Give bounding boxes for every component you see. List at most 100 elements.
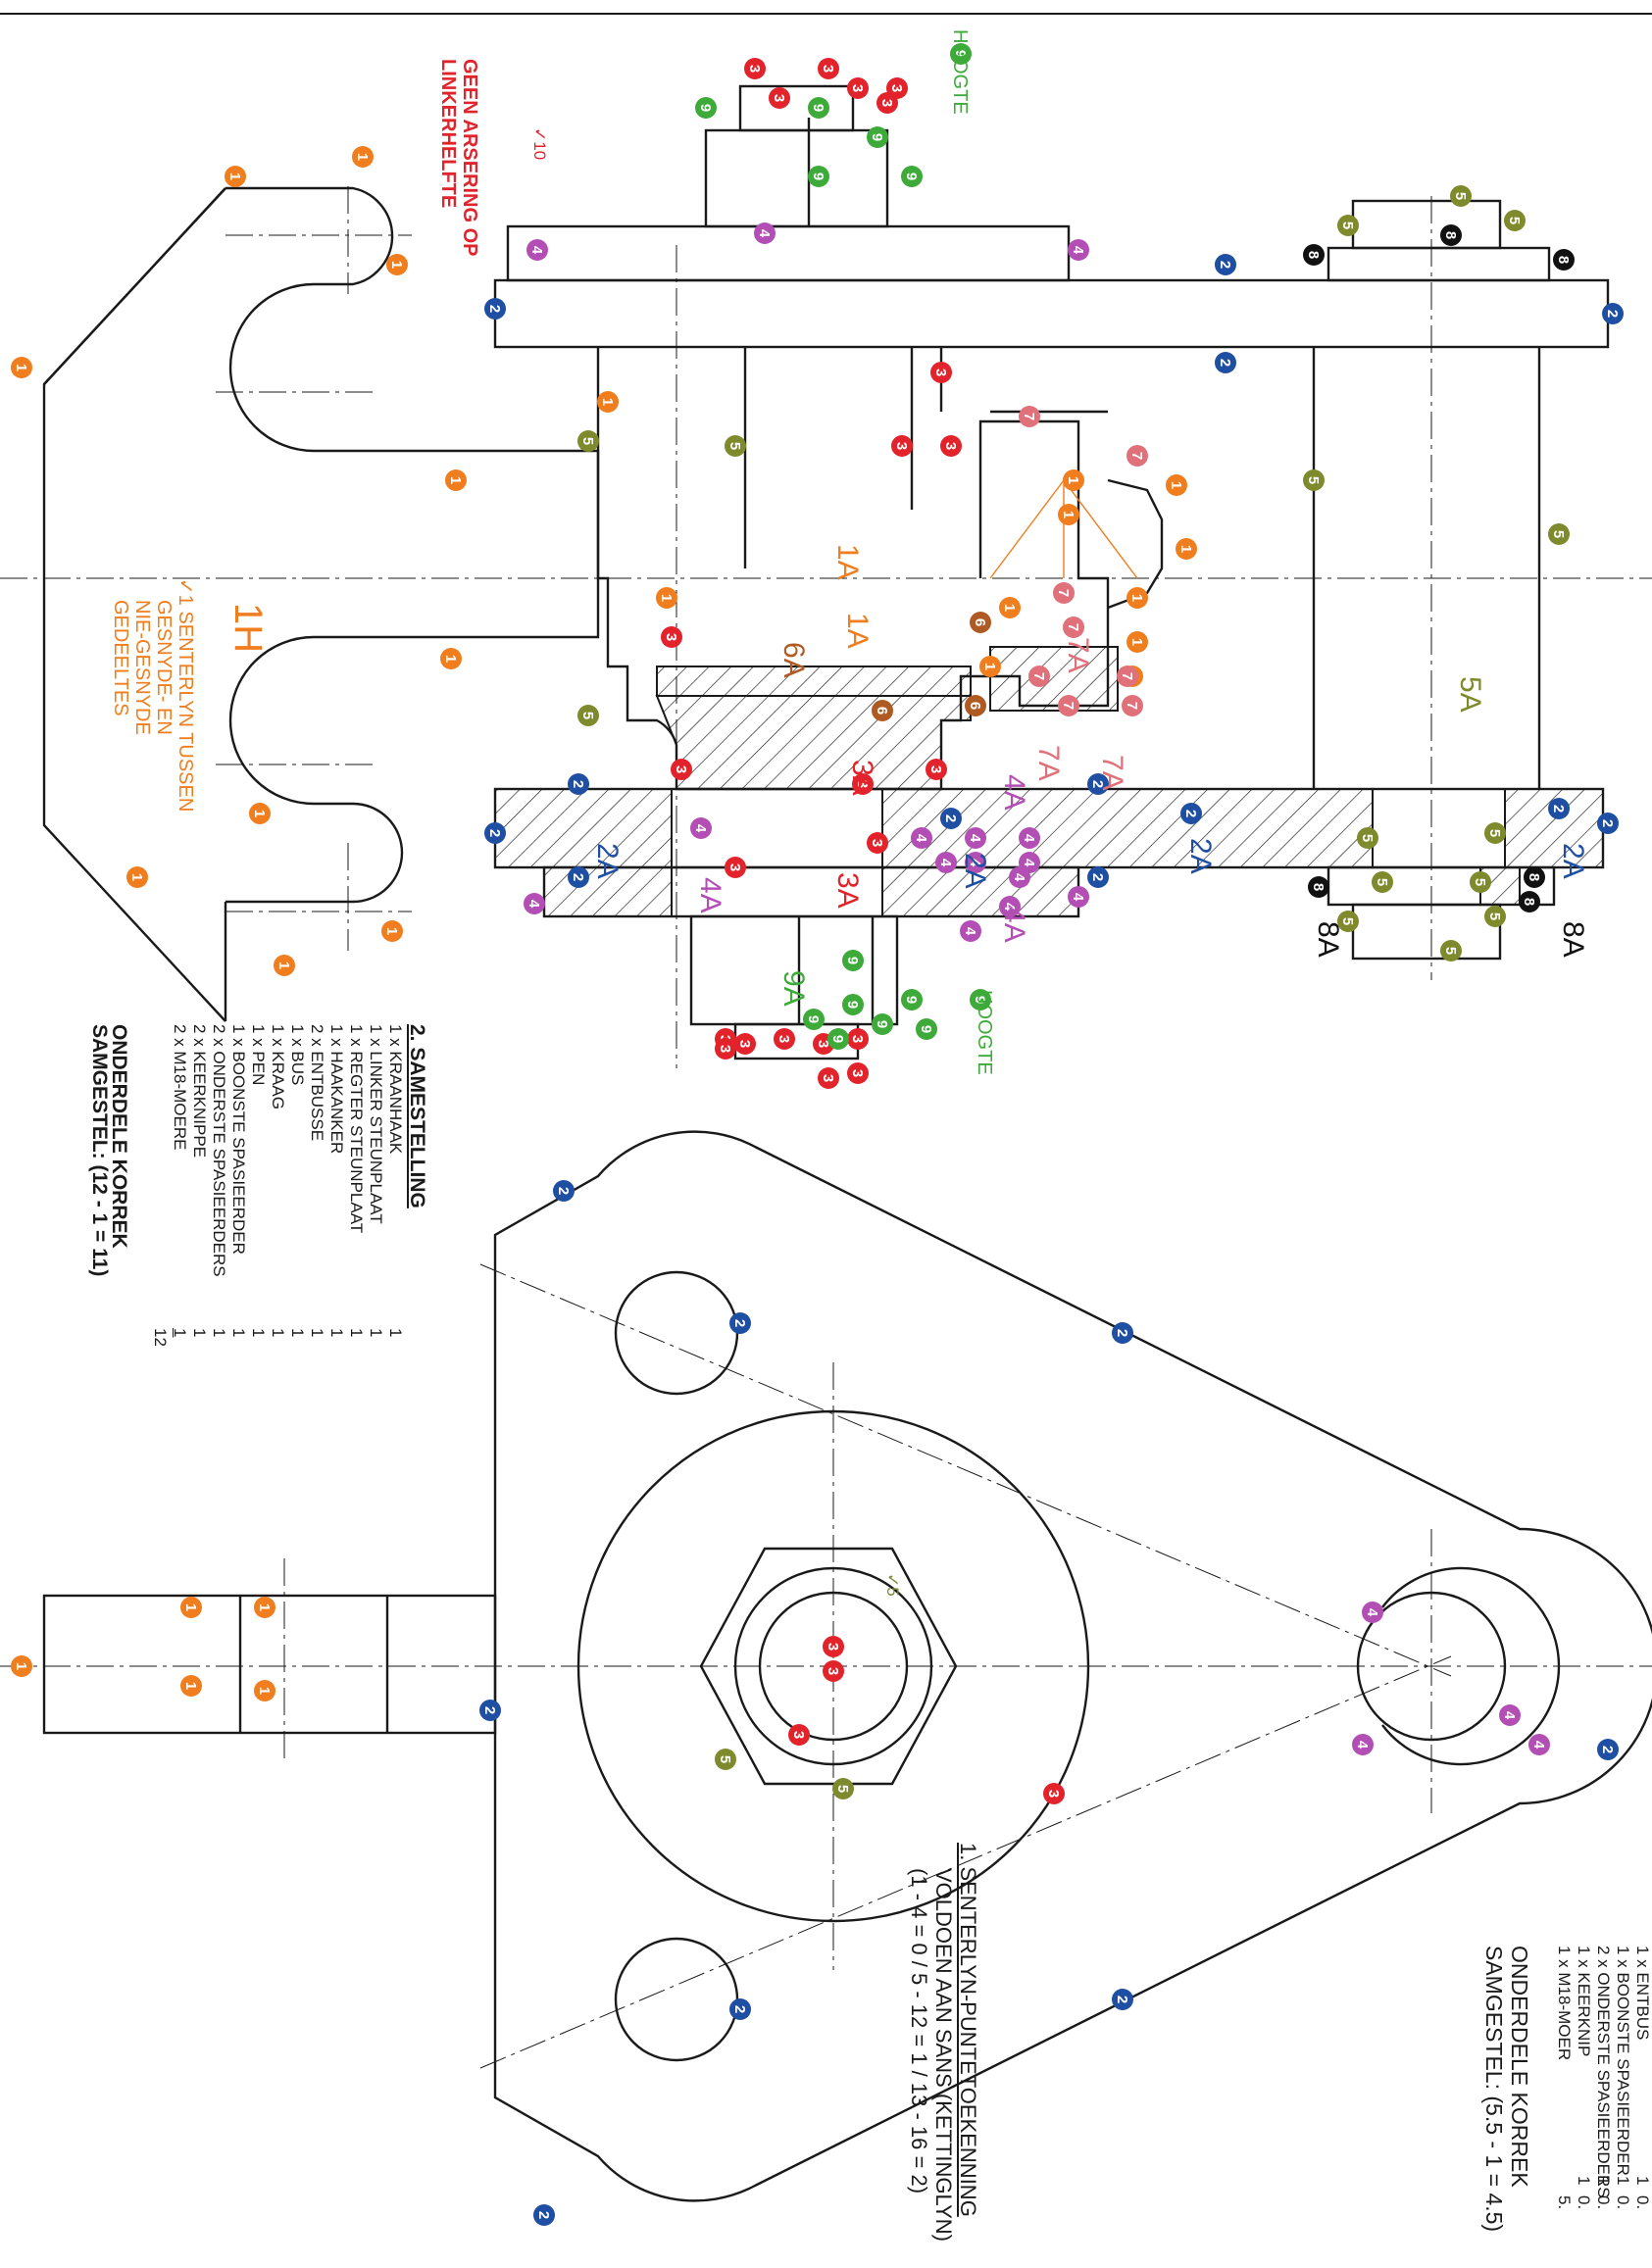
svg-text:5: 5 <box>1486 829 1503 837</box>
svg-text:3: 3 <box>736 1040 753 1048</box>
part-1-badge: 1 <box>1126 631 1148 653</box>
part-5-badge: 5 <box>725 435 746 457</box>
assembly-item-label: 1 x REGTER STEUNPLAAT <box>347 1024 366 1234</box>
svg-text:2: 2 <box>1089 873 1106 881</box>
svg-text:9: 9 <box>810 104 826 112</box>
svg-text:2: 2 <box>1217 359 1233 367</box>
section-label-3a: 3A <box>831 872 864 909</box>
svg-text:5: 5 <box>1550 530 1567 538</box>
part-1-badge: 1 <box>225 166 246 187</box>
svg-text:8: 8 <box>1555 256 1572 264</box>
part-1-badge: 1 <box>999 597 1021 618</box>
svg-text:8: 8 <box>1526 873 1542 881</box>
part-4-badge: 4 <box>1499 1704 1521 1726</box>
svg-text:1: 1 <box>182 1682 199 1690</box>
assembly-item-label: 2 x KEERKNIPPE <box>190 1024 209 1159</box>
part-5-badge: 5 <box>1337 215 1359 236</box>
svg-text:3: 3 <box>893 442 910 450</box>
svg-text:4: 4 <box>1021 834 1037 843</box>
part-2-badge: 2 <box>479 1700 501 1721</box>
svg-text:4: 4 <box>913 834 929 843</box>
part-5-badge: 5 <box>1548 523 1570 545</box>
svg-text:9: 9 <box>697 104 714 112</box>
svg-text:9: 9 <box>918 1025 934 1033</box>
section-label-7a: 7A <box>1096 755 1128 791</box>
section-label-4a: 4A <box>998 907 1030 943</box>
svg-text:9: 9 <box>805 1015 822 1023</box>
part-3-badge: 3 <box>926 759 947 780</box>
svg-text:3: 3 <box>746 65 763 73</box>
assembly-item-label: 1 x BUS <box>288 1024 307 1086</box>
scoring-line-2: VOLDOEN AAN SANS (KETTINGLYN) <box>931 1868 956 2243</box>
part-3-badge: 3 <box>715 1038 736 1060</box>
svg-text:3: 3 <box>663 633 679 641</box>
svg-text:4: 4 <box>937 859 954 867</box>
assembly-footer-2: SAMGESTEL: (12 - 1 = 11) <box>88 1024 111 1277</box>
part-4-badge: 4 <box>526 239 548 261</box>
svg-text:9: 9 <box>869 133 885 141</box>
svg-text:1: 1 <box>1177 545 1194 553</box>
svg-text:4: 4 <box>692 824 709 833</box>
part-5-badge: 5 <box>715 1749 736 1770</box>
part-2-badge: 2 <box>484 822 506 844</box>
svg-text:3: 3 <box>820 1074 836 1082</box>
svg-text:7: 7 <box>1119 672 1135 680</box>
part-7-badge: 7 <box>1063 616 1084 638</box>
svg-text:5: 5 <box>1506 217 1523 224</box>
svg-text:5: 5 <box>834 1785 851 1793</box>
svg-text:4: 4 <box>528 246 545 255</box>
part-9-badge: 9 <box>901 166 923 187</box>
svg-text:3: 3 <box>878 99 895 107</box>
svg-text:4: 4 <box>526 900 542 909</box>
part-2-badge: 2 <box>568 866 589 888</box>
part-5-badge: 5 <box>1337 911 1359 932</box>
part-5-badge: 5 <box>577 705 599 726</box>
assembly-item-label: 2 x ONDERSTE SPASIEERDERS <box>210 1024 228 1277</box>
section-label-2a: 2A <box>1184 838 1217 874</box>
senterlyn-line-2: GESNYDE- EN <box>153 600 175 735</box>
parts-footer-2: SAMGESTEL: (5.5 - 1 = 4.5) <box>1481 1946 1507 2233</box>
part-1-badge: 1 <box>1166 474 1187 496</box>
part-1-badge: 1 <box>180 1597 202 1618</box>
svg-text:4: 4 <box>1354 1741 1371 1750</box>
scoring-line-3: (1 - 4 = 0 / 5 - 12 = 1 / 13 - 16 = 2) <box>907 1868 931 2194</box>
part-4-badge: 4 <box>960 920 981 942</box>
assembly-total: 12 <box>151 1328 170 1347</box>
part-7-badge: 7 <box>1058 695 1079 716</box>
svg-text:5: 5 <box>1472 878 1488 886</box>
section-label-1a: 1A <box>841 613 874 649</box>
part-8-badge: 8 <box>1524 866 1545 888</box>
part-5-badge: 5 <box>1440 940 1462 961</box>
svg-text:1: 1 <box>447 476 464 484</box>
svg-text:9: 9 <box>874 1020 890 1028</box>
part-5-badge: 5 <box>1450 185 1472 207</box>
part-7-badge: 7 <box>1028 666 1050 687</box>
part-2-badge: 2 <box>568 773 589 795</box>
section-label-7a: 7A <box>1032 745 1065 781</box>
section-label-5a: 5A <box>1454 676 1486 713</box>
svg-text:9: 9 <box>972 996 988 1004</box>
part-6-badge: 6 <box>970 612 991 633</box>
part-3-badge: 3 <box>744 58 766 79</box>
part-9-badge: 9 <box>842 994 864 1015</box>
section-label-4a: 4A <box>694 877 726 913</box>
svg-text:1: 1 <box>599 398 616 406</box>
svg-text:2: 2 <box>570 873 586 881</box>
svg-text:4: 4 <box>1021 859 1037 867</box>
part-3-badge: 3 <box>852 773 874 795</box>
svg-text:2: 2 <box>1217 261 1233 269</box>
part-4-badge: 4 <box>911 827 932 849</box>
part-2-badge: 2 <box>1087 773 1109 795</box>
part-1-badge: 1 <box>249 803 271 824</box>
part-2-badge: 2 <box>1597 813 1619 834</box>
svg-text:7: 7 <box>1021 413 1037 420</box>
part-2-badge: 2 <box>484 298 506 320</box>
svg-text:9: 9 <box>903 173 920 180</box>
svg-text:5: 5 <box>726 442 743 450</box>
part-9-badge: 9 <box>916 1018 937 1040</box>
